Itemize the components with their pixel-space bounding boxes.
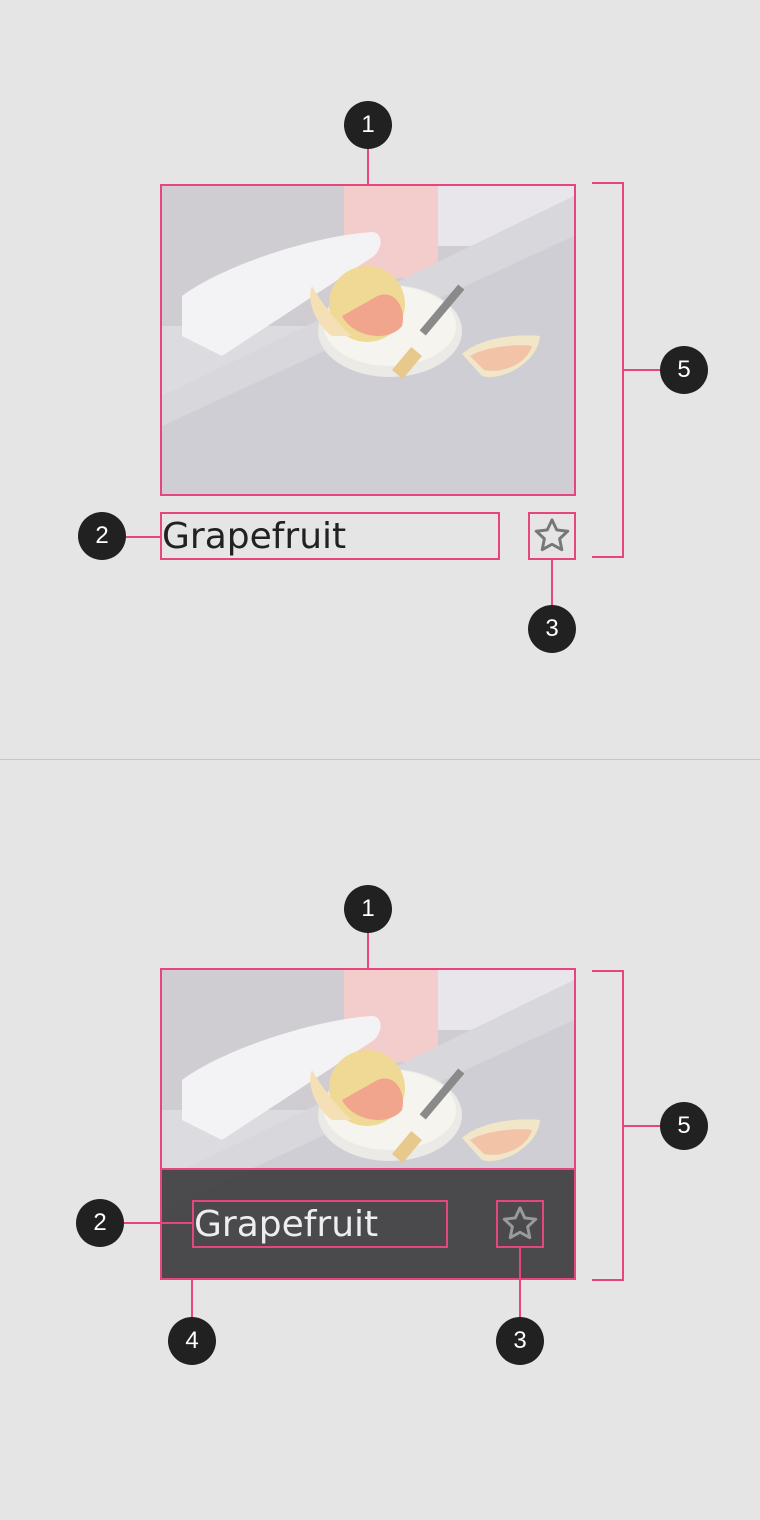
bracket-top <box>592 970 624 972</box>
callout-4: 4 <box>168 1317 216 1365</box>
image-list-example-overlay: 1 Grapefruit 2 3 4 5 <box>0 760 760 1520</box>
callout-4-leader <box>191 1280 193 1318</box>
callout-1: 1 <box>344 101 392 149</box>
callout-5-leader <box>622 369 661 371</box>
bracket-top <box>592 182 624 184</box>
image-annotation-box <box>160 968 576 1280</box>
callout-1-leader <box>367 148 369 185</box>
callout-5: 5 <box>660 1102 708 1150</box>
callout-2-leader <box>124 536 161 538</box>
item-title: Grapefruit <box>162 516 347 557</box>
grapefruit-photo <box>162 186 574 494</box>
section-divider <box>0 759 760 760</box>
scrim-top-edge <box>160 1168 576 1170</box>
star-annotation-box <box>528 512 576 560</box>
item-title: Grapefruit <box>194 1204 379 1245</box>
callout-2-leader <box>122 1222 193 1224</box>
bracket-bottom <box>592 556 624 558</box>
star-outline-icon[interactable] <box>498 1202 542 1246</box>
callout-3: 3 <box>528 605 576 653</box>
bracket-bottom <box>592 1279 624 1281</box>
star-annotation-box <box>496 1200 544 1248</box>
title-annotation-box <box>192 1200 448 1248</box>
callout-2: 2 <box>76 1199 124 1247</box>
callout-2: 2 <box>78 512 126 560</box>
callout-5: 5 <box>660 346 708 394</box>
callout-1-leader <box>367 932 369 969</box>
callout-1: 1 <box>344 885 392 933</box>
title-annotation-box <box>160 512 500 560</box>
callout-3: 3 <box>496 1317 544 1365</box>
image-list-example-standard: 1 Grapefruit 2 3 5 <box>78 101 708 653</box>
star-outline-icon[interactable] <box>530 514 574 558</box>
callout-5-leader <box>622 1125 661 1127</box>
callout-3-leader <box>551 560 553 606</box>
image-annotation-box <box>160 184 576 496</box>
callout-3-leader <box>519 1248 521 1318</box>
title-scrim <box>162 1170 574 1278</box>
